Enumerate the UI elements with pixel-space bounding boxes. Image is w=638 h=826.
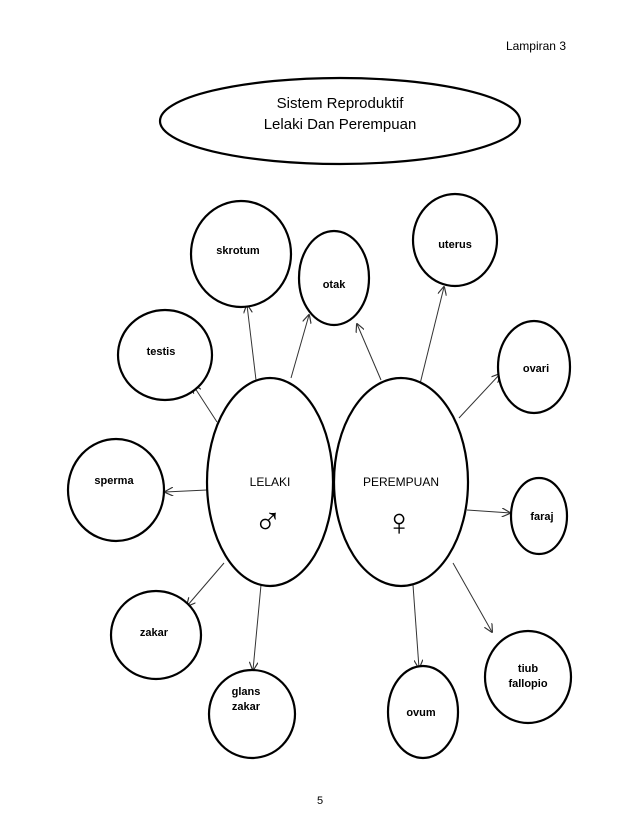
node-ovum-label: ovum — [406, 707, 436, 719]
female-center-node — [332, 376, 470, 588]
node-uterus-label: uterus — [438, 239, 472, 251]
node-otak — [297, 229, 371, 327]
node-ovum — [386, 664, 460, 760]
female-center-label: PEREMPUAN — [363, 475, 439, 489]
node-skrotum — [189, 199, 293, 309]
arrow-female-ovari — [458, 374, 500, 419]
arrow-female-faraj — [466, 510, 510, 513]
node-zakar-label: zakar — [140, 627, 169, 639]
appendix-label: Lampiran 3 — [506, 39, 566, 53]
node-zakar — [109, 589, 203, 681]
node-uterus — [411, 192, 499, 288]
node-glans-zakar — [207, 668, 297, 760]
node-otak-label: otak — [323, 279, 347, 291]
node-ovari-label: ovari — [523, 363, 549, 375]
title-line-2: Lelaki Dan Perempuan — [264, 116, 417, 133]
arrow-male-testis — [193, 385, 218, 423]
title-ellipse — [158, 76, 522, 166]
node-skrotum-label: skrotum — [216, 245, 260, 257]
node-tiub-label-line2: fallopio — [508, 678, 547, 690]
node-tiub-label-line1: tiub — [518, 663, 538, 675]
node-testis — [116, 308, 214, 402]
arrow-male-sperma — [165, 490, 208, 492]
male-symbol-icon: ♂ — [254, 501, 283, 543]
node-ovari — [496, 319, 572, 415]
node-glans-label-line1: glans — [232, 686, 261, 698]
arrow-female-uterus — [418, 287, 444, 389]
connectors — [165, 287, 510, 670]
node-sperma — [66, 437, 166, 543]
arrow-female-otak — [357, 324, 382, 381]
node-faraj-label: faraj — [530, 511, 553, 523]
node-testis-label: testis — [147, 346, 176, 358]
arrow-male-zakar — [187, 562, 225, 606]
arrow-female-tiub — [452, 562, 492, 632]
title-line-1: Sistem Reproduktif — [277, 95, 405, 112]
node-faraj — [509, 476, 569, 556]
arrow-male-otak — [290, 315, 309, 379]
node-glans-label-line2: zakar — [232, 701, 261, 713]
arrow-female-ovum — [412, 584, 419, 668]
arrow-male-skrotum — [247, 305, 257, 381]
female-symbol-icon: ♀ — [385, 502, 414, 544]
male-center-label: LELAKI — [250, 475, 291, 489]
page-number: 5 — [317, 795, 323, 807]
node-tiub-fallopio — [483, 629, 573, 725]
arrow-male-glans — [253, 584, 262, 670]
node-sperma-label: sperma — [94, 475, 134, 487]
